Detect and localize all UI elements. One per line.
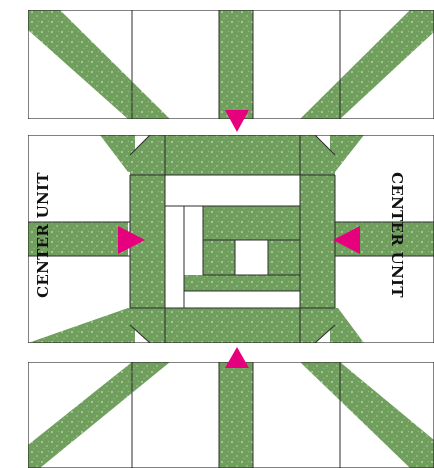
inner-center-square (235, 240, 268, 275)
bottom-row (28, 362, 434, 468)
center-bottom-band (130, 308, 335, 343)
top-center-strip (219, 10, 253, 119)
center-unit-label-left: CENTER UNIT (34, 172, 52, 298)
inner-log-left (203, 240, 235, 275)
bottom-center-strip (219, 362, 253, 468)
arrow-top-icon (225, 110, 249, 132)
arrow-bottom-icon (225, 347, 249, 368)
top-row (28, 10, 434, 119)
inner-log-top (203, 206, 300, 240)
center-right-column (300, 175, 335, 308)
center-top-band (130, 135, 335, 175)
center-unit-label-right: CENTER UNIT (388, 172, 406, 298)
inner-log-right (268, 240, 300, 275)
middle-row (28, 135, 434, 343)
inner-log-bottom (184, 275, 300, 291)
